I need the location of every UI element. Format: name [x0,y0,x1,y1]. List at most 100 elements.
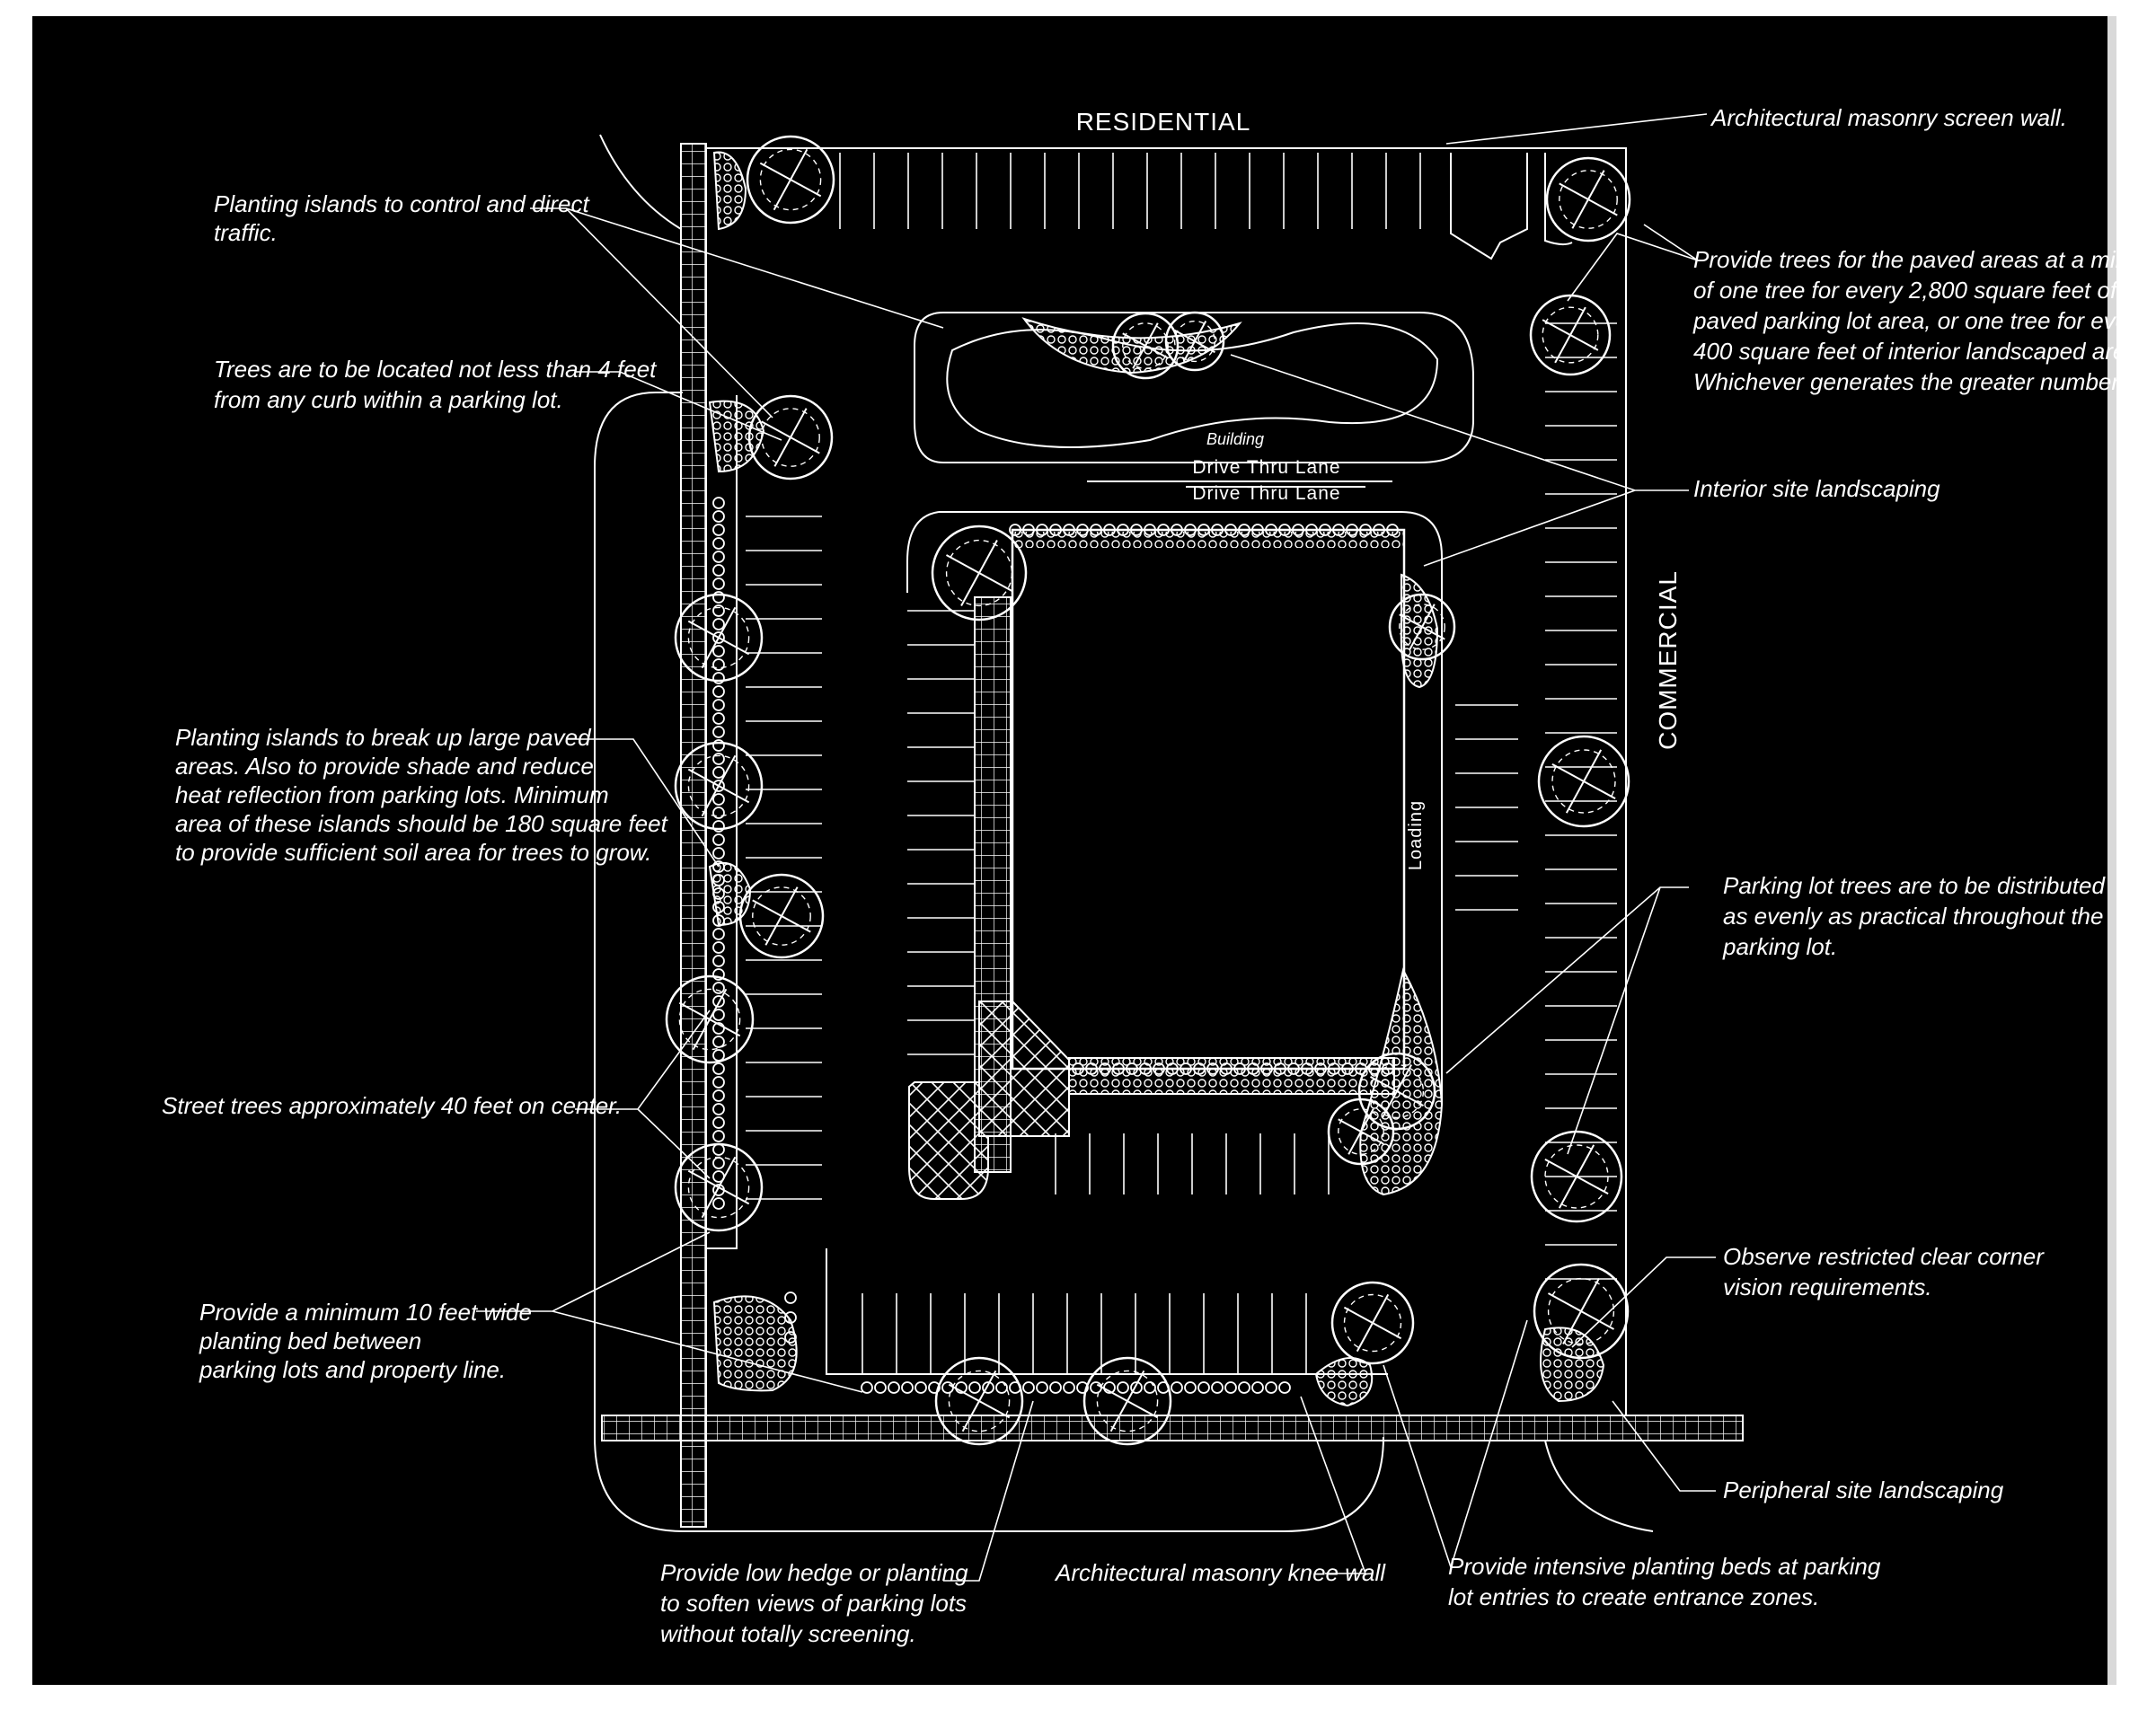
shrub-cluster-icon [1341,1062,1354,1075]
shrub-cluster-icon [712,1049,725,1062]
shrub-cluster-icon [1153,1062,1165,1075]
note-line: Peripheral site landscaping [1723,1477,2004,1503]
shrub-cluster-icon [1359,524,1372,536]
shrub-cluster-icon [995,1381,1008,1394]
entry-plaza-sw [908,1081,989,1200]
tree-canopy-icon [1533,1263,1630,1360]
shrub-cluster-icon [712,524,725,536]
shrub-cluster-icon [1157,524,1170,536]
note-interior-site: Interior site landscaping [1693,475,1940,502]
shrub-cluster-icon [1144,524,1156,536]
note-line: as evenly as practical throughout the [1723,903,2103,930]
shrub-cluster-icon [1076,1381,1089,1394]
shrub-cluster-icon [1099,1062,1111,1075]
shrub-cluster-icon [1292,524,1304,536]
building-nw-curb [906,511,940,593]
note-line: Street trees approximately 40 feet on ce… [162,1092,622,1119]
note-line: Provide a minimum 10 feet wide [199,1299,532,1326]
shrub-cluster-icon [1206,1062,1219,1075]
note-knee-wall: Architectural masonry knee wall [1054,1559,1386,1586]
shrub-cluster-icon [712,685,725,698]
building-drive-curb [939,511,1443,1105]
note-line: Provide trees for the paved areas at a m… [1693,246,2156,273]
shrub-cluster-icon [1247,1062,1259,1075]
shrub-cluster-icon [712,847,725,860]
shrub-cluster-icon [1233,1062,1246,1075]
shrub-cluster-icon [1076,524,1089,536]
shrub-cluster-icon [1072,1062,1084,1075]
shrub-cluster-icon [1126,1062,1138,1075]
south-entry-bed [1314,1357,1374,1407]
tree-canopy-icon [1545,156,1631,242]
shrub-cluster-icon [1278,524,1291,536]
shrub-cluster-icon [1224,524,1237,536]
note-line: Parking lot trees are to be distributed [1723,872,2106,899]
leader-provide-trees [1567,233,1699,302]
tree-canopy-icon [674,593,764,683]
shrub-cluster-icon [712,551,725,563]
shrub-cluster-icon [968,1381,981,1394]
note-line: Planting islands to break up large paved [175,724,592,751]
screen-wall-post [1544,153,1573,246]
shrub-cluster-icon [1036,524,1048,536]
note-line: traffic. [214,219,278,246]
entry-plaza [978,1001,1070,1137]
building-footprint [906,511,1444,1200]
shrub-cluster-icon [712,1022,725,1035]
shrub-cluster-icon [901,1381,914,1394]
west-bed-top [708,400,765,473]
top-island-curb [914,312,1474,463]
drive-thru-label-1: Drive Thru Lane [1192,457,1340,478]
ne-curb-arc [1544,1440,1654,1532]
shrub-cluster-icon [712,1130,725,1142]
shrub-cluster-icon [1238,524,1250,536]
shrub-cluster-icon [1090,1381,1102,1394]
shrub-cluster-icon [712,672,725,684]
note-line: heat reflection from parking lots. Minim… [175,781,609,808]
note-line: Observe restricted clear corner [1723,1243,2045,1270]
note-line: Whichever generates the greater number o… [1693,368,2156,395]
building-outline [1011,528,1406,1071]
shrub-cluster-icon [1117,1381,1129,1394]
note-line: to provide sufficient soil area for tree… [175,839,651,866]
north-curb-arc [599,134,682,230]
shrub-cluster-icon [712,699,725,711]
leader-parking-trees-b [1567,886,1661,1155]
shrub-cluster-icon [712,537,725,550]
shrub-cluster-icon [915,1381,927,1394]
note-line: of one tree for every 2,800 square feet … [1693,277,2119,304]
tree-canopy-icon [738,873,825,959]
shrub-cluster-icon [1319,524,1331,536]
loading-label: Loading [1406,800,1426,870]
note-line: without totally screening. [660,1620,916,1647]
note-line: parking lots and property line. [199,1356,506,1383]
shrub-cluster-icon [712,1143,725,1156]
shrub-cluster-icon [784,1291,797,1304]
shrub-cluster-icon [1265,1381,1277,1394]
note-line: from any curb within a parking lot. [214,386,563,413]
shrub-cluster-icon [1009,524,1021,536]
tree-canopy-icon [1529,294,1612,376]
shrub-cluster-icon [1090,524,1102,536]
tree-canopy-icon [1327,1098,1395,1166]
shrub-cluster-icon [1063,524,1075,536]
building-tag: Building [1206,430,1264,448]
shrub-cluster-icon [1211,524,1224,536]
leader-entrance-b [1383,1364,1452,1568]
tree-canopy-icon [931,525,1028,621]
shrub-cluster-icon [1171,1381,1183,1394]
note-line: paved parking lot area, or one tree for … [1692,307,2150,334]
shrub-cluster-icon [712,739,725,752]
leader-low-hedge [943,1400,1034,1582]
leader-street-trees-b [637,1108,711,1179]
shrub-cluster-icon [712,968,725,981]
tree-canopy-icon [1111,312,1180,380]
tree-canopy-icon [1330,1281,1415,1365]
shrub-cluster-icon [712,510,725,523]
shrub-cluster-icon [712,1089,725,1102]
shrub-cluster-icon [1386,524,1399,536]
tree-canopy-icon [1530,1130,1623,1223]
shrub-cluster-icon [1117,524,1129,536]
shrub-cluster-icon [1166,1062,1179,1075]
